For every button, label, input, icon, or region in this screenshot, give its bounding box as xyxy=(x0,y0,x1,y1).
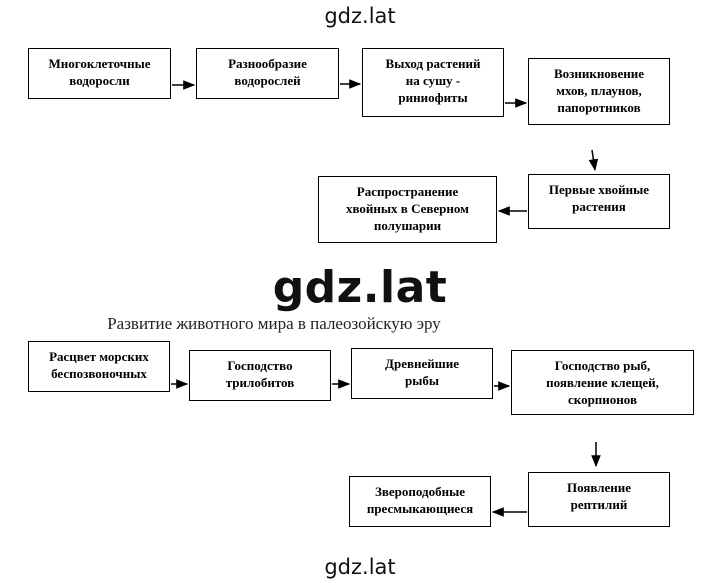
watermark-top: gdz.lat xyxy=(324,4,396,28)
animals-box-ancient-fish: Древнейшие рыбы xyxy=(351,348,493,399)
plants-box-first-conifers: Первые хвойные растения xyxy=(528,174,670,229)
animals-box-reptiles: Появление рептилий xyxy=(528,472,670,527)
plants-box-conifers-spread: Распространение хвойных в Северном полуш… xyxy=(318,176,497,243)
watermark-bottom: gdz.lat xyxy=(324,555,396,579)
plants-box-multicellular-algae: Многоклеточные водоросли xyxy=(28,48,171,99)
animals-box-fish-mites-scorpions: Господство рыб, появление клещей, скорпи… xyxy=(511,350,694,415)
plants-box-land-plants: Выход растений на сушу - риниофиты xyxy=(362,48,504,117)
animals-box-marine-invertebrates: Расцвет морских беспозвоночных xyxy=(28,341,170,392)
animals-section-title: Развитие животного мира в палеозойскую э… xyxy=(107,314,441,333)
animals-box-synapsids: Звероподобные пресмыкающиеся xyxy=(349,476,491,527)
watermark-middle: gdz.lat xyxy=(272,262,448,313)
plants-box-algae-diversity: Разнообразие водорослей xyxy=(196,48,339,99)
animals-box-trilobites: Господство трилобитов xyxy=(189,350,331,401)
plants-arrow-4 xyxy=(588,149,599,172)
plants-box-mosses-ferns: Возникновение мхов, плаунов, папоротнико… xyxy=(528,58,670,125)
